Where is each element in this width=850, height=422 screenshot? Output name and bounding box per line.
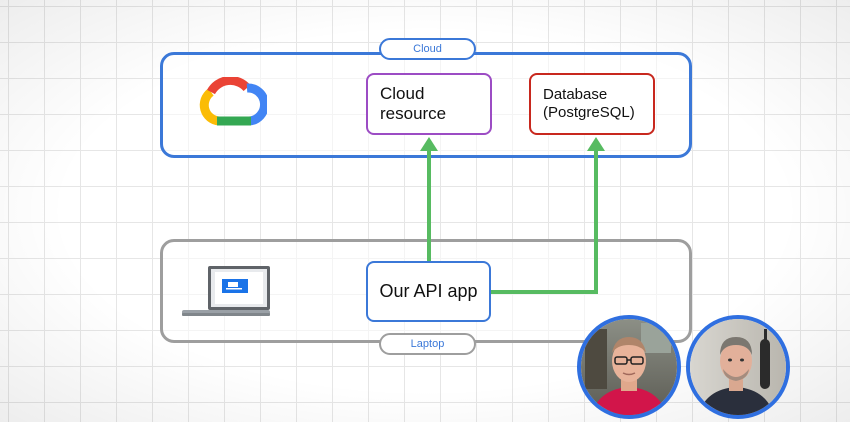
presenter-1-video: [577, 315, 681, 419]
arrow-to-database: [491, 150, 598, 294]
cloud-resource-label-line1: Cloud: [380, 83, 425, 103]
arrowhead-cloud-resource: [420, 137, 438, 151]
laptop-region-label: Laptop: [379, 333, 476, 355]
database-label-line2: (PostgreSQL): [543, 104, 635, 121]
presenter-1-avatar: [581, 319, 677, 415]
laptop-icon: [182, 266, 270, 316]
arrowhead-database: [587, 137, 605, 151]
cloud-resource-node: Cloud resource: [366, 73, 492, 135]
api-app-label: Our API app: [379, 280, 478, 301]
cloud-resource-label-line2: resource: [380, 104, 447, 123]
presenter-2-video: [686, 315, 790, 419]
cloud-region-label: Cloud: [379, 38, 476, 60]
google-cloud-logo-icon: [199, 77, 267, 126]
presenter-2-avatar: [690, 319, 786, 415]
database-label-line1: Database: [543, 86, 608, 103]
api-app-node: Our API app: [366, 261, 491, 322]
database-node: Database (PostgreSQL): [529, 73, 655, 135]
